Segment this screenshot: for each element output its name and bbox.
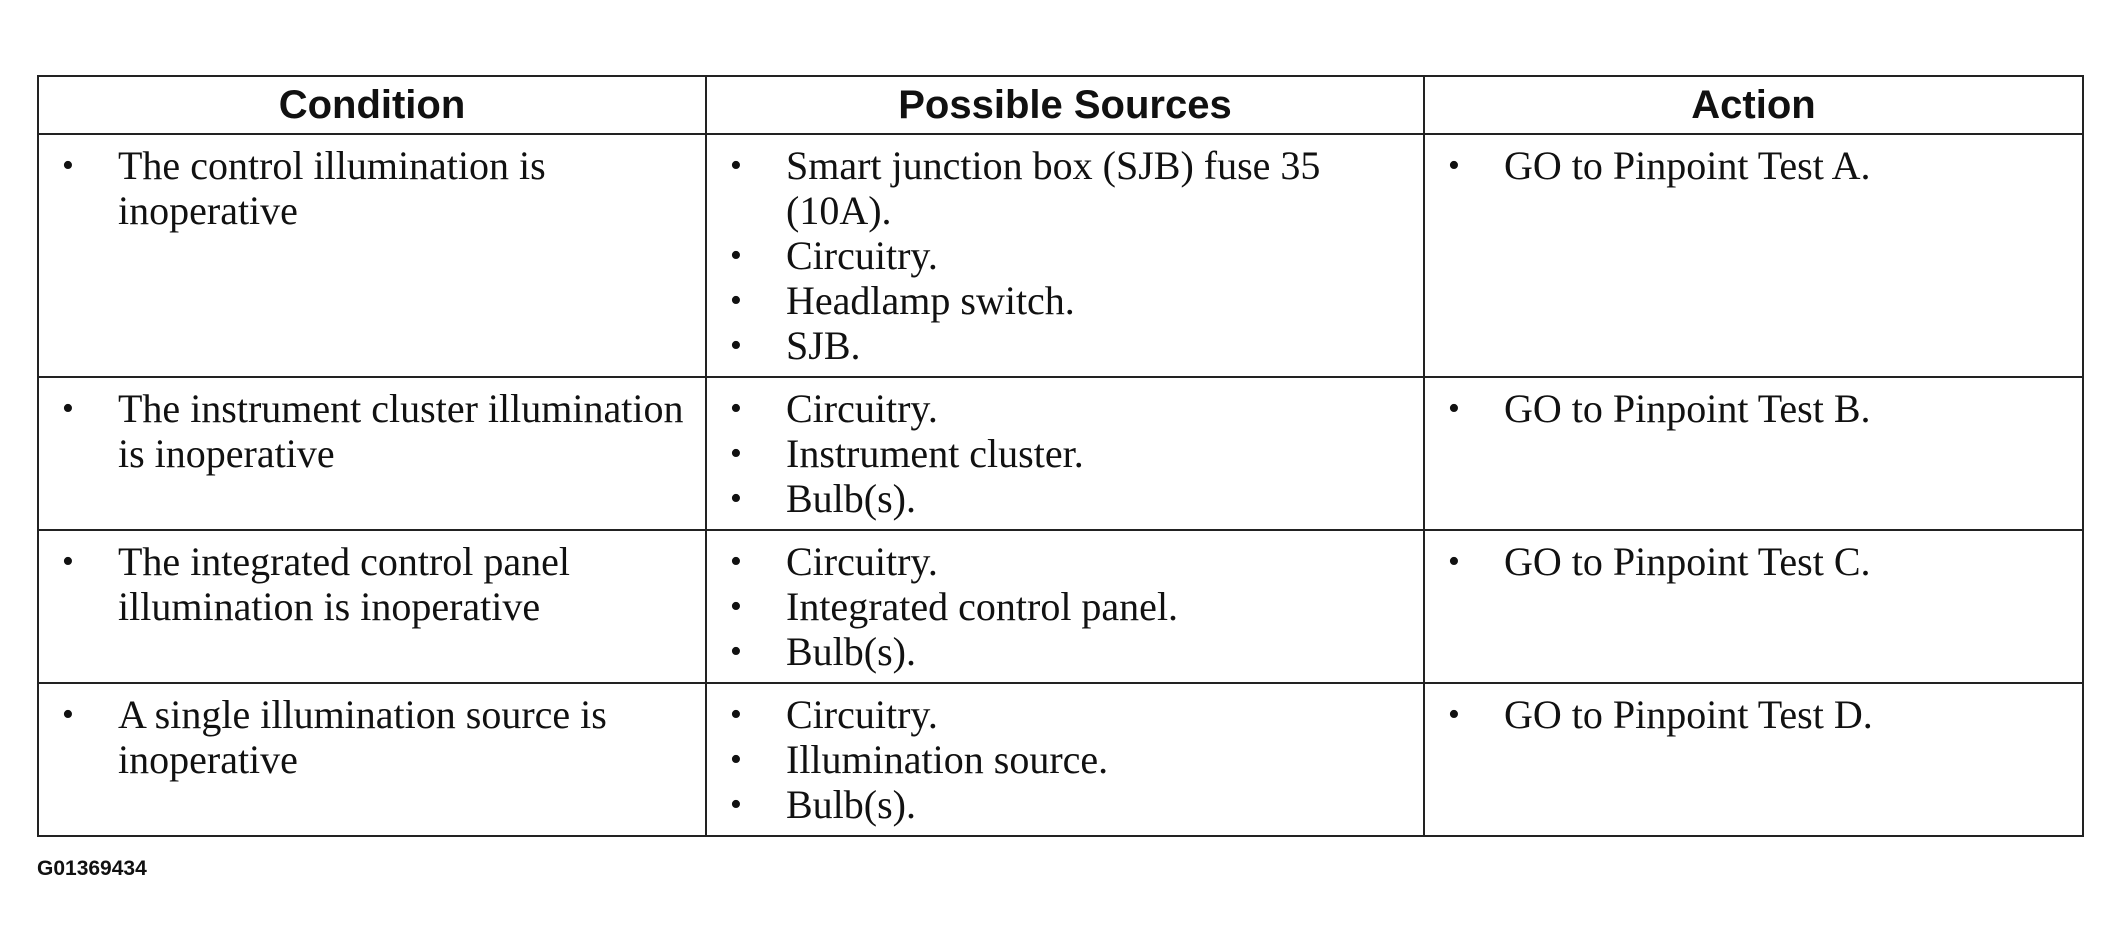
table-row: • A single illumination source is inopera… [37,682,2084,837]
sources-cell: • Circuitry. • Illumination source. • Bulb(… [705,682,1425,837]
condition-list: • A single illumination source is inopera… [39,684,705,782]
header-action: Action [1423,75,2084,135]
sources-cell: • Circuitry. • Integrated control panel. •… [705,529,1425,684]
list-item: • GO to Pinpoint Test C. [1425,539,2082,584]
list-item: • The control illumination is inoperative [39,143,705,233]
action-cell: • GO to Pinpoint Test C. [1423,529,2084,684]
bullet-icon: • [1448,696,1460,733]
sources-list: • Smart junction box (SJB) fuse 35 (10A).… [707,135,1423,368]
condition-list: • The instrument cluster illumination is … [39,378,705,476]
sources-list: • Circuitry. • Integrated control panel. •… [707,531,1423,674]
list-item: • Integrated control panel. [707,584,1423,629]
header-row: Condition Possible Sources Action [37,75,2084,135]
list-item: • Bulb(s). [707,629,1423,674]
action-list: • GO to Pinpoint Test A. [1425,135,2082,188]
bullet-icon: • [730,327,742,364]
list-item: • Bulb(s). [707,476,1423,521]
source-text: Illumination source. [786,737,1109,782]
bullet-icon: • [730,147,742,184]
source-text: SJB. [786,323,861,368]
bullet-icon: • [730,741,742,778]
list-item: • Circuitry. [707,233,1423,278]
source-text: Instrument cluster. [786,431,1084,476]
sources-cell: • Circuitry. • Instrument cluster. • Bulb(s… [705,376,1425,531]
table-row: • The instrument cluster illumination is … [37,376,2084,531]
bullet-icon: • [730,480,742,517]
bullet-icon: • [62,696,74,733]
action-text: GO to Pinpoint Test A. [1504,143,1871,188]
bullet-icon: • [730,786,742,823]
header-possible-sources: Possible Sources [705,75,1425,135]
bullet-icon: • [730,282,742,319]
condition-text: The integrated control panel illuminatio… [118,539,571,629]
header-condition: Condition [37,75,707,135]
table-row: • The integrated control panel illuminati… [37,529,2084,684]
source-text: Circuitry. [786,233,938,278]
condition-cell: • The control illumination is inoperative [37,133,707,378]
condition-list: • The integrated control panel illuminati… [39,531,705,629]
action-cell: • GO to Pinpoint Test D. [1423,682,2084,837]
condition-cell: • A single illumination source is inopera… [37,682,707,837]
list-item: • Illumination source. [707,737,1423,782]
source-text: Bulb(s). [786,782,916,827]
condition-text: The instrument cluster illumination is i… [118,386,684,476]
list-item: • GO to Pinpoint Test A. [1425,143,2082,188]
list-item: • A single illumination source is inopera… [39,692,705,782]
source-text: Circuitry. [786,692,938,737]
bullet-icon: • [1448,390,1460,427]
list-item: • Instrument cluster. [707,431,1423,476]
action-text: GO to Pinpoint Test C. [1504,539,1871,584]
bullet-icon: • [62,390,74,427]
action-list: • GO to Pinpoint Test C. [1425,531,2082,584]
source-text: Circuitry. [786,539,938,584]
action-list: • GO to Pinpoint Test B. [1425,378,2082,431]
action-cell: • GO to Pinpoint Test B. [1423,376,2084,531]
action-text: GO to Pinpoint Test B. [1504,386,1871,431]
condition-list: • The control illumination is inoperative [39,135,705,233]
list-item: • Circuitry. [707,386,1423,431]
action-list: • GO to Pinpoint Test D. [1425,684,2082,737]
list-item: • Smart junction box (SJB) fuse 35 (10A). [707,143,1423,233]
bullet-icon: • [730,633,742,670]
list-item: • Circuitry. [707,692,1423,737]
sources-list: • Circuitry. • Illumination source. • Bulb(… [707,684,1423,827]
list-item: • The integrated control panel illuminati… [39,539,705,629]
bullet-icon: • [1448,543,1460,580]
bullet-icon: • [730,543,742,580]
action-cell: • GO to Pinpoint Test A. [1423,133,2084,378]
condition-text: A single illumination source is inoperat… [118,692,607,782]
condition-text: The control illumination is inoperative [118,143,546,233]
source-text: Smart junction box (SJB) fuse 35 (10A). [786,143,1321,233]
source-text: Bulb(s). [786,629,916,674]
figure-id: G01369434 [37,857,147,880]
bullet-icon: • [1448,147,1460,184]
list-item: • GO to Pinpoint Test B. [1425,386,2082,431]
sources-cell: • Smart junction box (SJB) fuse 35 (10A).… [705,133,1425,378]
bullet-icon: • [730,237,742,274]
action-text: GO to Pinpoint Test D. [1504,692,1873,737]
symptom-table: Condition Possible Sources Action • The c… [37,75,2084,837]
bullet-icon: • [62,543,74,580]
list-item: • SJB. [707,323,1423,368]
bullet-icon: • [730,696,742,733]
condition-cell: • The instrument cluster illumination is … [37,376,707,531]
list-item: • The instrument cluster illumination is … [39,386,705,476]
table-row: • The control illumination is inoperative… [37,133,2084,378]
bullet-icon: • [62,147,74,184]
source-text: Bulb(s). [786,476,916,521]
source-text: Integrated control panel. [786,584,1179,629]
list-item: • Circuitry. [707,539,1423,584]
bullet-icon: • [730,588,742,625]
sources-list: • Circuitry. • Instrument cluster. • Bulb(s… [707,378,1423,521]
list-item: • Bulb(s). [707,782,1423,827]
symptom-chart: Condition Possible Sources Action • The c… [37,75,2084,837]
source-text: Circuitry. [786,386,938,431]
list-item: • GO to Pinpoint Test D. [1425,692,2082,737]
condition-cell: • The integrated control panel illuminati… [37,529,707,684]
source-text: Headlamp switch. [786,278,1075,323]
list-item: • Headlamp switch. [707,278,1423,323]
bullet-icon: • [730,390,742,427]
bullet-icon: • [730,435,742,472]
